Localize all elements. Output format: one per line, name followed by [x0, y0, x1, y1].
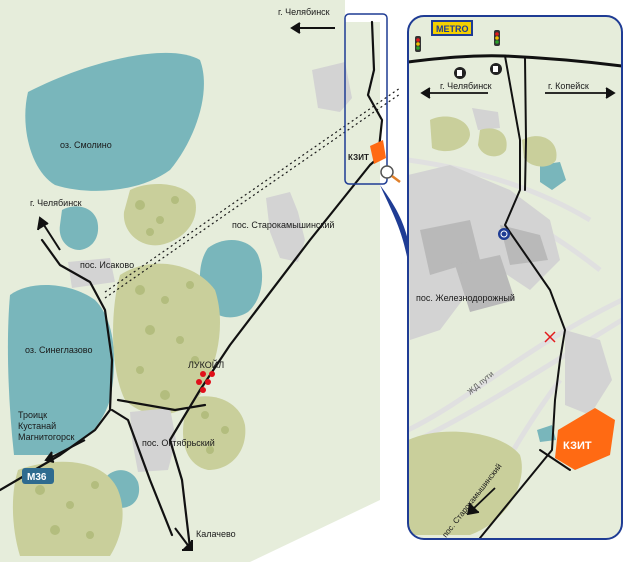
kzit-plant-area: [555, 408, 615, 470]
traffic-light-icon: [494, 30, 500, 46]
inset-frame: [407, 15, 623, 540]
inset-pointer: [380, 185, 408, 262]
label-lukoil: ЛУКОЙЛ: [188, 359, 224, 370]
road-link: [116, 398, 207, 412]
label-troitsk: Троицк: [18, 410, 47, 420]
lake-sineglazovo: [7, 284, 115, 455]
label-starokamyshinsky: пос. Старокамышинский: [232, 220, 334, 230]
inset-label-kopeysk: г. Копейск: [548, 81, 589, 91]
fuel-pump-icon: [490, 63, 502, 75]
magnifier-icon: [380, 165, 401, 183]
label-chelyabinsk-left: г. Челябинск: [30, 198, 82, 208]
label-kalachevo: Калачево: [196, 529, 236, 539]
label-magnitogorsk: Магнитогорск: [18, 432, 75, 442]
inset-label-chelyabinsk: г. Челябинск: [440, 81, 492, 91]
railway-crossing-icon: [544, 331, 556, 343]
overview-map: г. Челябинск г. Челябинск оз. Смолино оз…: [0, 0, 408, 562]
label-kustanay: Кустанай: [18, 421, 56, 431]
inset-forest: [408, 116, 557, 535]
lake-small-west: [59, 206, 99, 250]
kzit-plant-marker: [370, 140, 386, 164]
label-sineglazovo: оз. Синеглазово: [25, 345, 93, 355]
lukoil-marker: [196, 371, 215, 393]
label-isakovo: пос. Исаково: [80, 260, 134, 270]
forest-dots: [35, 196, 229, 539]
inset-label-zheleznodorozhny: пос. Железнодорожный: [416, 293, 515, 303]
direction-arrows: [37, 22, 335, 551]
road-chelyabinsk-south: [168, 20, 384, 550]
fuel-pump-icon: [454, 67, 466, 79]
label-chelyabinsk-top: г. Челябинск: [278, 7, 330, 17]
traffic-light-icon: [415, 36, 421, 52]
road-isakovo-oktyabr: [110, 408, 174, 537]
settlements: [68, 62, 352, 472]
inset-pond-2: [537, 425, 556, 442]
inset-arrows: [420, 87, 616, 516]
label-kzit-small: КЗИТ: [348, 153, 369, 162]
inset-map: КЗИТ: [407, 15, 623, 540]
m36-label: М36: [27, 472, 47, 483]
inset-roads: [408, 54, 622, 539]
building-blocks: [420, 220, 548, 312]
m36-road-badge: М36: [22, 468, 54, 484]
inset-focus-frame: [344, 13, 388, 185]
metro-badge: METRO: [431, 20, 473, 36]
industrial-areas: [408, 108, 612, 415]
lake-smolino: [25, 52, 204, 191]
metro-label: METRO: [436, 24, 469, 34]
inset-label-kzit: КЗИТ: [563, 440, 592, 452]
roundabout-icon: [498, 228, 510, 240]
label-oktyabrsky: пос. Октябрьский: [142, 438, 215, 448]
label-smolino: оз. Смолино: [60, 140, 112, 150]
inset-pond-1: [540, 162, 566, 190]
